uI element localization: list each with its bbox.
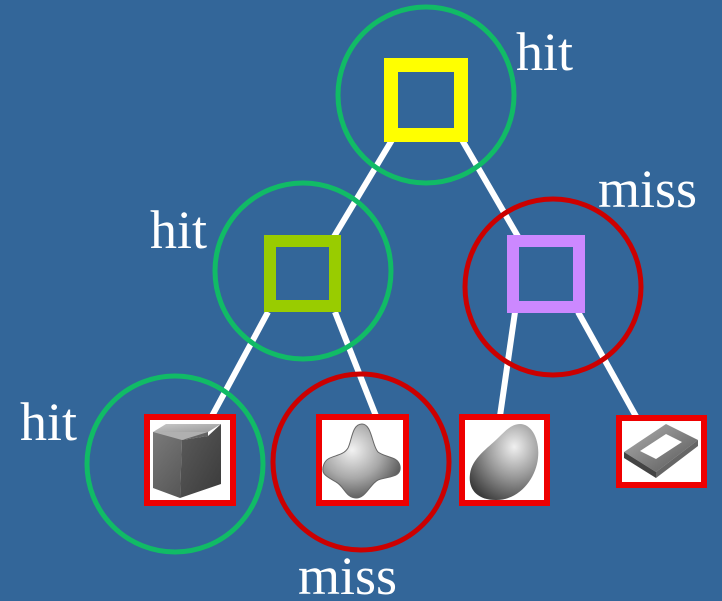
right-miss-circle (462, 196, 644, 378)
left-result-label: hit (150, 200, 207, 260)
root-hit-circle (335, 4, 517, 186)
edge-root-right (459, 138, 523, 242)
left-bounding-box (264, 235, 341, 312)
edge-left-cube (209, 310, 271, 418)
tetra-blob-icon (322, 423, 401, 499)
cube-icon (153, 424, 221, 498)
leaf-cube (144, 414, 236, 506)
left-hit-circle (212, 180, 394, 362)
edge-right-frame (575, 310, 641, 422)
right-bounding-box (507, 235, 585, 313)
square-frame-icon (624, 424, 698, 478)
right-result-label: miss (598, 159, 697, 219)
edge-left-blob (332, 310, 379, 418)
leaf-pebble (459, 414, 550, 506)
root-bounding-box (384, 58, 468, 142)
blob-result-label: miss (298, 546, 397, 596)
edge-root-left (329, 138, 395, 242)
leaf-frame-shape (616, 415, 707, 488)
pebble-icon (469, 424, 539, 500)
cube-hit-circle (84, 373, 266, 555)
cube-result-label: hit (20, 392, 77, 452)
root-result-label: hit (516, 22, 573, 82)
blob-miss-circle (270, 371, 452, 553)
leaf-blob (316, 414, 409, 506)
